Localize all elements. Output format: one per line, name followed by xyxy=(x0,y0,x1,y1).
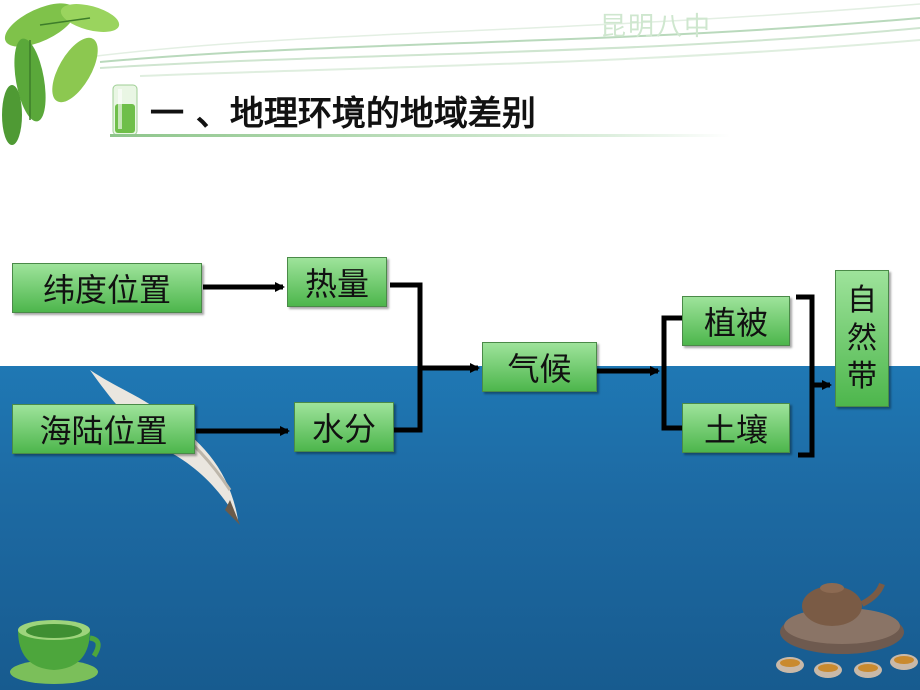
node-latitude: 纬度位置 xyxy=(12,263,202,313)
node-water: 水分 xyxy=(294,402,394,452)
node-land-sea: 海陆位置 xyxy=(12,404,195,454)
school-name: 昆明八中 xyxy=(600,12,713,42)
bracket-vegetation-soil xyxy=(661,315,682,431)
node-soil: 土壤 xyxy=(682,403,790,453)
node-heat: 热量 xyxy=(287,257,387,307)
node-natural-zone-char-2: 然 xyxy=(847,320,877,356)
glass-icon xyxy=(112,84,138,136)
node-natural-zone-char-3: 带 xyxy=(847,358,877,394)
leaf-decoration-icon xyxy=(2,3,120,145)
node-vegetation: 植被 xyxy=(682,296,790,346)
bracket-to-natural-zone xyxy=(796,294,815,458)
tea-cup-icon xyxy=(10,620,101,684)
bracket-heat-water xyxy=(390,282,423,433)
node-natural-zone-char-1: 自 xyxy=(847,282,877,318)
teapot-icon xyxy=(776,582,918,678)
title-underline xyxy=(110,134,730,137)
node-climate: 气候 xyxy=(482,342,597,392)
header-curves xyxy=(79,3,920,77)
node-natural-zone: 自 然 带 xyxy=(835,270,889,407)
page-title: 一 、地理环境的地域差别 xyxy=(150,94,536,134)
